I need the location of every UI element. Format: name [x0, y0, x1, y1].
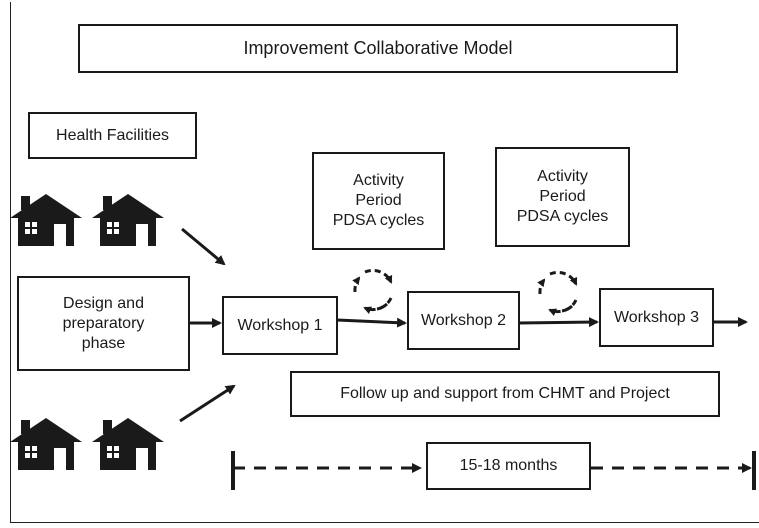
follow-up-box: Follow up and support from CHMT and Proj… [290, 371, 720, 417]
workshop-2-box: Workshop 2 [407, 291, 520, 350]
design-phase-box: Design and preparatory phase [17, 276, 190, 371]
house-icon [10, 418, 82, 470]
house-icon [92, 194, 164, 246]
workshop-1-box: Workshop 1 [222, 296, 338, 355]
house-icon [10, 194, 82, 246]
arrow-icon [179, 384, 236, 423]
workshop-3-box: Workshop 3 [599, 288, 714, 347]
arrow-icon [336, 317, 407, 328]
arrow-icon [518, 317, 599, 328]
activity-period-box: Activity Period PDSA cycles [312, 152, 445, 250]
diagram-title: Improvement Collaborative Model [78, 24, 678, 73]
diagram-frame [10, 2, 759, 523]
duration-box: 15-18 months [426, 442, 591, 490]
arrow-icon [181, 227, 226, 266]
cycle-arrows-icon [540, 272, 576, 311]
house-icon [92, 418, 164, 470]
health-facilities-label: Health Facilities [28, 112, 197, 159]
activity-period-box: Activity Period PDSA cycles [495, 147, 630, 247]
cycle-arrows-icon [355, 270, 391, 309]
